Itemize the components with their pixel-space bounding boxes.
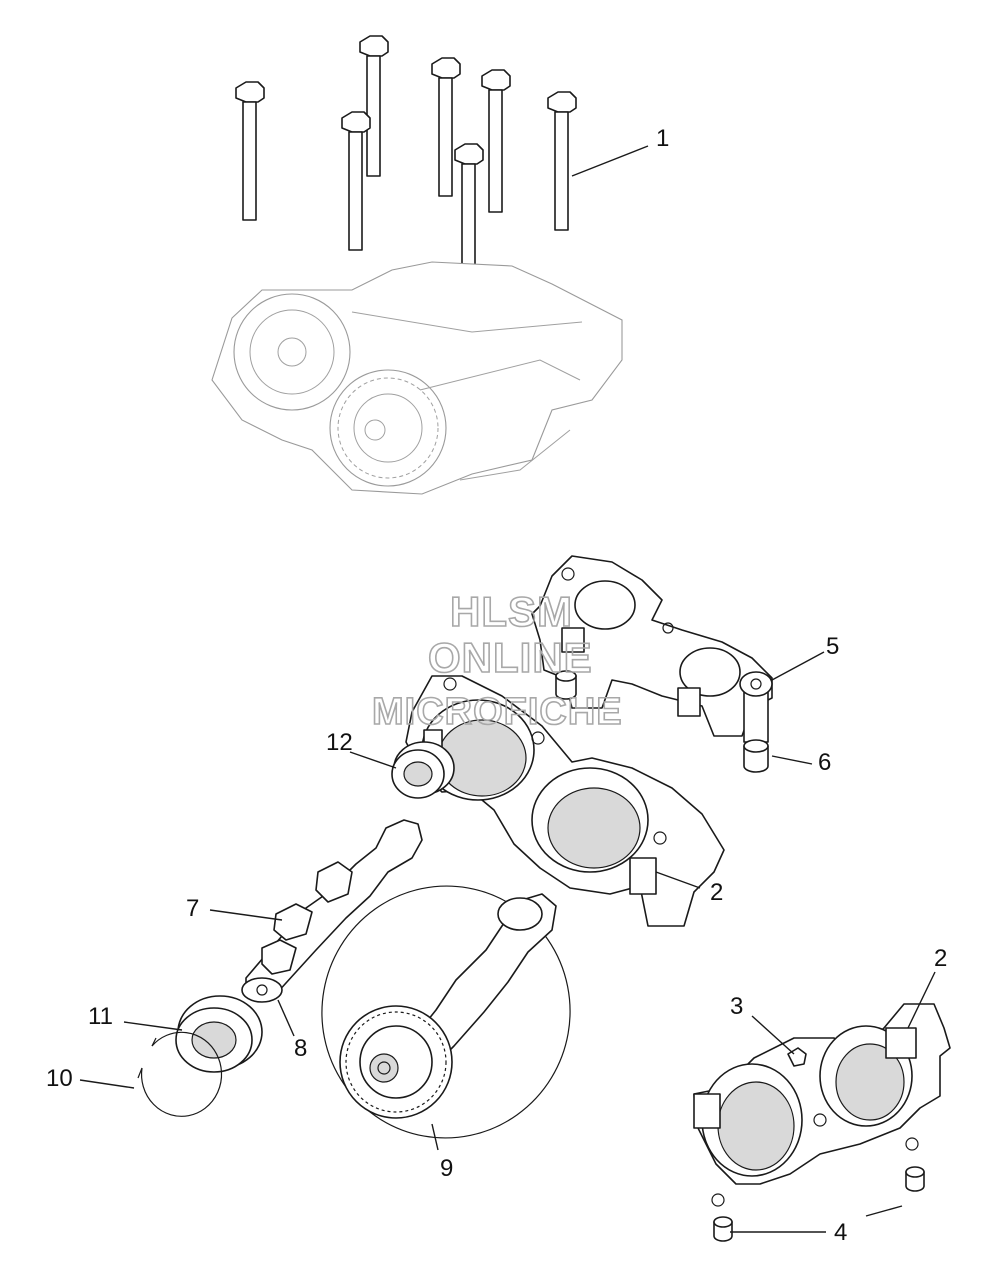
callout-11: 11	[88, 1003, 113, 1030]
callout-10: 10	[46, 1065, 73, 1092]
watermark-line-3: MICROFICHE	[372, 691, 623, 733]
watermark-line-1: HLSM	[450, 588, 573, 635]
camshaft-intake[interactable]	[241, 819, 423, 1003]
watermark: HLSM ONLINE MICROFICHE	[371, 587, 623, 734]
bolt	[341, 111, 371, 251]
callout-labels: 1 2 2 3 4 5 6 7 8 9 10 11 12	[46, 125, 947, 1246]
callout-9: 9	[440, 1155, 453, 1182]
callout-4: 4	[834, 1219, 847, 1246]
callout-8: 8	[294, 1035, 307, 1062]
leader-lines	[79, 145, 936, 1233]
bolt	[359, 35, 389, 177]
callout-2-detail: 2	[934, 945, 947, 972]
retaining-ring[interactable]	[137, 1031, 223, 1117]
bolt	[547, 91, 577, 231]
callout-3: 3	[730, 993, 743, 1020]
bolt	[454, 143, 484, 283]
dowel-sleeve[interactable]	[713, 1216, 733, 1242]
reference-assembly-ghost	[211, 261, 623, 495]
upper-bearing-cap[interactable]	[531, 555, 773, 743]
callout-6: 6	[818, 749, 831, 776]
dowel-sleeve[interactable]	[743, 739, 769, 773]
bolt	[481, 69, 511, 213]
camshaft-carrier-detail[interactable]	[693, 1003, 951, 1207]
bolt	[431, 57, 461, 197]
callout-5: 5	[826, 633, 839, 660]
callout-2-carrier: 2	[710, 879, 723, 906]
ball-bearing-small[interactable]	[391, 741, 455, 799]
dowel-sleeve[interactable]	[555, 670, 577, 700]
ball-bearing-large[interactable]	[175, 995, 263, 1073]
camshaft-carrier[interactable]	[405, 675, 725, 927]
dowel-sleeve[interactable]	[905, 1166, 925, 1192]
callout-12: 12	[326, 729, 353, 756]
callout-1: 1	[656, 125, 669, 152]
bolt	[235, 81, 265, 221]
bolt-set[interactable]	[235, 35, 577, 283]
watermark-line-2: ONLINE	[428, 634, 593, 681]
callout-7: 7	[186, 895, 199, 922]
camshaft-exhaust-with-sprocket[interactable]	[302, 866, 590, 1157]
